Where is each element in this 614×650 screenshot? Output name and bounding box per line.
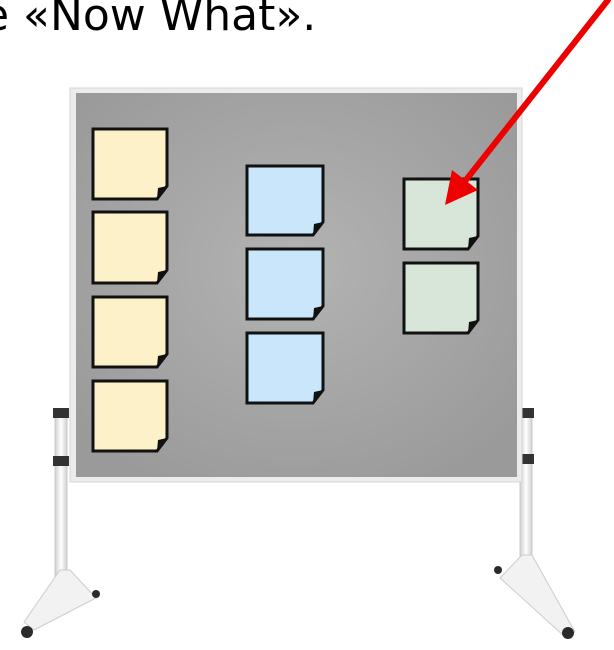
left-wheel-back — [92, 590, 100, 598]
sticky-note — [404, 263, 478, 333]
sticky-note — [247, 166, 323, 235]
right-wheel-back — [494, 566, 502, 574]
column-blue — [247, 166, 323, 403]
right-foot — [500, 555, 575, 636]
left-clamp-top — [53, 408, 69, 418]
sticky-note — [93, 129, 167, 199]
sticky-note — [93, 297, 167, 367]
left-wheel-front — [21, 626, 33, 638]
sticky-note — [93, 212, 167, 283]
sticky-note — [247, 333, 323, 403]
sticky-note — [247, 249, 323, 319]
sticky-note — [93, 381, 167, 451]
left-foot — [24, 570, 96, 630]
left-clamp-bottom — [53, 456, 69, 466]
right-wheel-front — [562, 627, 574, 639]
